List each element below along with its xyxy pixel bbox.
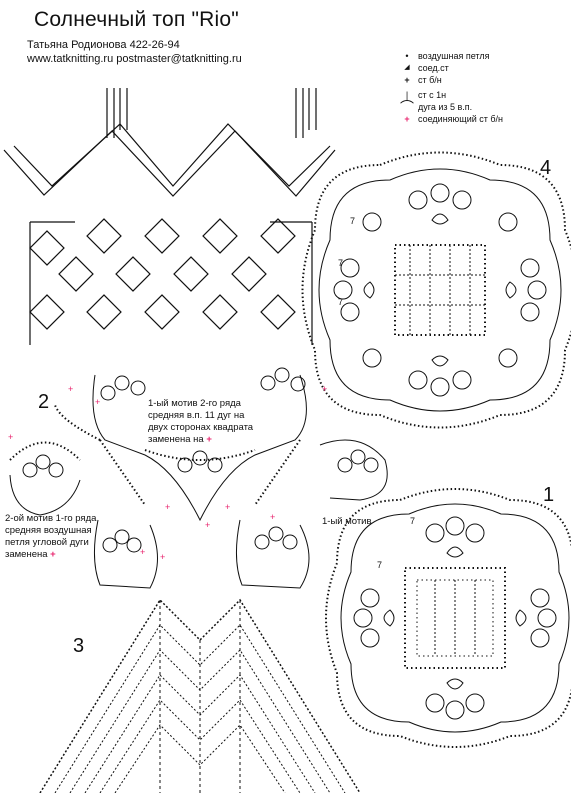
svg-text:+: + bbox=[165, 502, 170, 512]
svg-text:+: + bbox=[140, 547, 145, 557]
figure-number-3: 3 bbox=[73, 635, 85, 657]
svg-text:+: + bbox=[270, 512, 275, 522]
contact-line: www.tatknitting.ru postmaster@tatknittin… bbox=[27, 53, 242, 65]
slip-stitch-icon: ◢ bbox=[404, 64, 410, 71]
motif-2-assembly: + + + + + + + + + + bbox=[8, 367, 388, 589]
legend-row-join: + соединяющий ст б/н bbox=[400, 113, 568, 125]
page-title: Солнечный топ "Rio" bbox=[34, 8, 239, 31]
chevron-chart-3 bbox=[39, 598, 361, 793]
diamond-grid bbox=[29, 218, 296, 330]
svg-text:+: + bbox=[68, 384, 73, 394]
note-line: двух сторонах квадрата bbox=[148, 422, 254, 433]
note-line: 2-ой мотив 1-го ряда bbox=[5, 513, 97, 524]
row-marker-seven: 7 bbox=[410, 516, 416, 526]
legend-label: соед.ст bbox=[418, 63, 449, 73]
figure-number-2: 2 bbox=[38, 391, 50, 413]
motif-4 bbox=[301, 151, 571, 429]
svg-text:+: + bbox=[95, 397, 100, 407]
svg-text:+: + bbox=[225, 502, 230, 512]
petal-cluster bbox=[353, 516, 557, 720]
figure-number-1: 1 bbox=[543, 484, 555, 506]
svg-text:+: + bbox=[322, 384, 327, 394]
pink-plus-icon: + bbox=[50, 549, 56, 560]
note-line: средняя воздушная bbox=[5, 525, 92, 536]
legend-label: дуга из 5 в.п. bbox=[418, 102, 473, 112]
double-crochet-icon: | bbox=[405, 90, 409, 100]
row-marker-seven: 7 bbox=[338, 297, 344, 307]
author-line: Татьяна Родионова 422-26-94 bbox=[27, 39, 180, 51]
legend-label: ст с 1н bbox=[418, 90, 447, 100]
row-marker-seven: 7 bbox=[338, 258, 344, 268]
figure-number-4: 4 bbox=[540, 157, 552, 179]
note-second-motif-row1: 2-ой мотив 1-го ряда средняя воздушная п… bbox=[5, 513, 96, 561]
svg-text:+: + bbox=[160, 552, 165, 562]
legend-label: соединяющий ст б/н bbox=[418, 114, 503, 124]
note-first-motif-row2: 1-ый мотив 2-го ряда средняя в.п. 11 дуг… bbox=[148, 398, 253, 446]
note-line: средняя в.п. 11 дуг на bbox=[148, 410, 245, 421]
note-line: заменена + bbox=[5, 549, 56, 560]
note-first-motif-label: 1-ый мотив bbox=[322, 516, 372, 527]
note-line: 1-ый мотив 2-го ряда bbox=[148, 398, 241, 409]
legend-label: ст б/н bbox=[418, 75, 442, 85]
svg-text:+: + bbox=[205, 520, 210, 530]
note-line: петля угловой дуги bbox=[5, 537, 89, 548]
pink-plus-icon: + bbox=[206, 434, 212, 445]
legend-row-slip: ◢ соед.ст bbox=[400, 62, 568, 74]
chain-arc-icon: ⌒ bbox=[400, 99, 414, 115]
chain-stitch-icon: • bbox=[405, 51, 409, 61]
motif-1 bbox=[325, 488, 571, 748]
legend-row-dc: | ст с 1н bbox=[400, 89, 568, 101]
note-line: заменена на + bbox=[148, 434, 212, 445]
yoke-schematic bbox=[3, 88, 336, 345]
row-marker-seven: 7 bbox=[377, 560, 383, 570]
svg-text:+: + bbox=[8, 432, 13, 442]
petal-cluster bbox=[333, 183, 547, 397]
legend-row-chain: • воздушная петля bbox=[400, 50, 568, 62]
row-marker-seven: 7 bbox=[350, 216, 356, 226]
legend-row-sc: + ст б/н bbox=[400, 74, 568, 86]
legend-label: воздушная петля bbox=[418, 51, 490, 61]
legend-row-arc: ⌒ дуга из 5 в.п. bbox=[400, 99, 568, 115]
single-crochet-icon: + bbox=[404, 75, 410, 85]
joining-sc-icon: + bbox=[404, 114, 410, 124]
legend: • воздушная петля ◢ соед.ст + ст б/н | с… bbox=[400, 50, 568, 125]
